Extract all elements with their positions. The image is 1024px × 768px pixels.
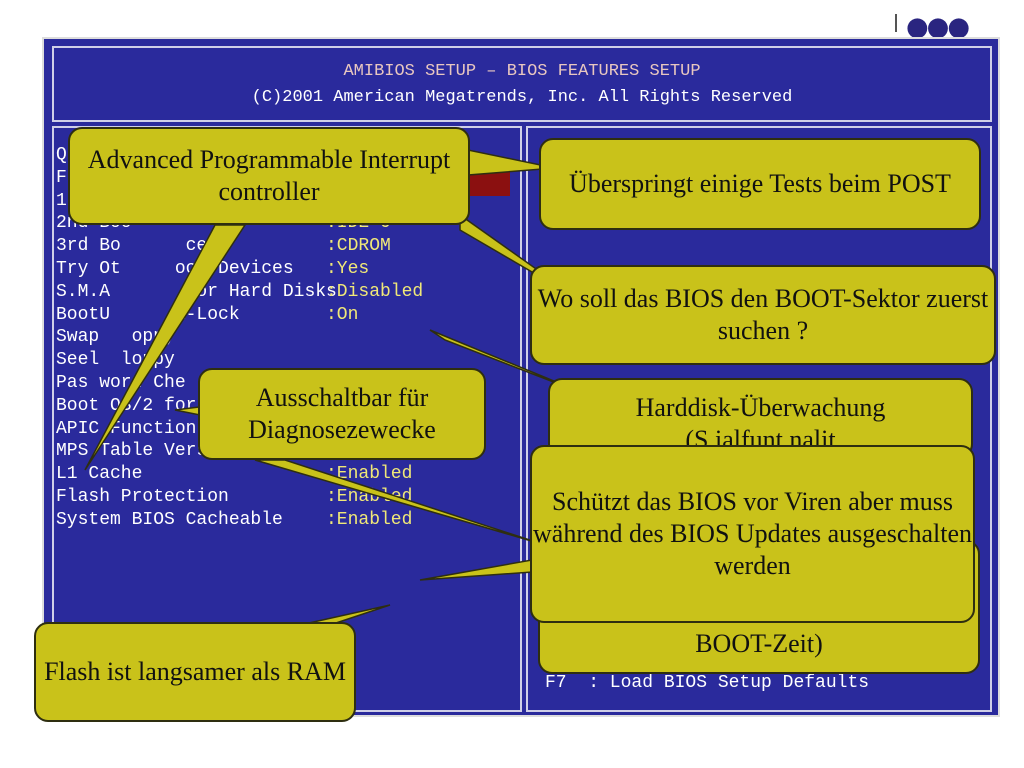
help-panel xyxy=(526,126,992,712)
callout-boot-text: Wo soll das BIOS den BOOT-Sektor zuerst … xyxy=(537,284,989,345)
callout-apic: Advanced Programmable Interrupt controll… xyxy=(68,127,470,225)
setting-label: System BIOS Cacheable xyxy=(56,509,283,530)
setting-label: BootU m-Lock xyxy=(56,304,240,325)
callout-diagnose: Ausschaltbar für Diagnosezewecke xyxy=(198,368,486,460)
callout-boot-time-text: BOOT-Zeit) xyxy=(695,629,823,658)
setting-label: F xyxy=(56,167,67,188)
setting-value[interactable]: :Disabled xyxy=(326,281,424,302)
setting-label: Q xyxy=(56,145,67,165)
setting-label: APIC Function xyxy=(56,418,197,439)
slide-divider xyxy=(895,14,897,32)
callout-boot-order: Wo soll das BIOS den BOOT-Sektor zuerst … xyxy=(530,265,996,365)
pointer-diag xyxy=(254,459,546,546)
callout-post: Überspringt einige Tests beim POST xyxy=(539,138,981,230)
setting-value[interactable]: :Enabled xyxy=(326,464,413,485)
setting-value[interactable]: :Yes xyxy=(326,259,370,279)
setting-value[interactable]: :On xyxy=(326,304,359,325)
setting-label: Try Ot oot Devices xyxy=(56,259,294,279)
bios-copyright: (C)2001 American Megatrends, Inc. All Ri… xyxy=(251,88,793,107)
footer-key-hint: F7 : Load BIOS Setup Defaults xyxy=(545,673,870,693)
callout-diagnose-text: Ausschaltbar für Diagnosezewecke xyxy=(248,383,436,444)
setting-label: 3rd Bo ce xyxy=(56,236,208,257)
setting-value[interactable]: :Enabled xyxy=(326,487,413,507)
bios-header: AMIBIOS SETUP – BIOS FEATURES SETUP (C)2… xyxy=(52,46,992,122)
setting-label: L1 Cache xyxy=(56,464,143,485)
setting-label: 1 xyxy=(56,190,67,211)
callout-flash-protection-text: Schützt das BIOS vor Viren aber muss wäh… xyxy=(533,487,972,580)
callout-flash-slow-text: Flash ist langsamer als RAM xyxy=(44,657,346,686)
callout-harddisk-text: Harddisk-Überwachung xyxy=(635,393,886,422)
setting-value[interactable]: :CDROM xyxy=(326,236,391,257)
callout-apic-text: Advanced Programmable Interrupt controll… xyxy=(87,145,451,206)
setting-label: Pas word Che xyxy=(56,373,186,393)
callout-harddisk: Harddisk-Überwachung (S ialfunt nalit xyxy=(548,378,973,458)
callout-post-text: Überspringt einige Tests beim POST xyxy=(569,169,951,198)
bios-title: AMIBIOS SETUP – BIOS FEATURES SETUP xyxy=(343,62,701,81)
setting-label: Flash Protection xyxy=(56,487,229,507)
callout-flash-slow: Flash ist langsamer als RAM xyxy=(34,622,356,722)
pointer-apic xyxy=(84,224,247,471)
setting-value[interactable]: :Enabled xyxy=(326,509,413,530)
callout-flash-protection: Schützt das BIOS vor Viren aber muss wäh… xyxy=(530,445,975,623)
setting-label: Seel loppy xyxy=(56,350,175,371)
